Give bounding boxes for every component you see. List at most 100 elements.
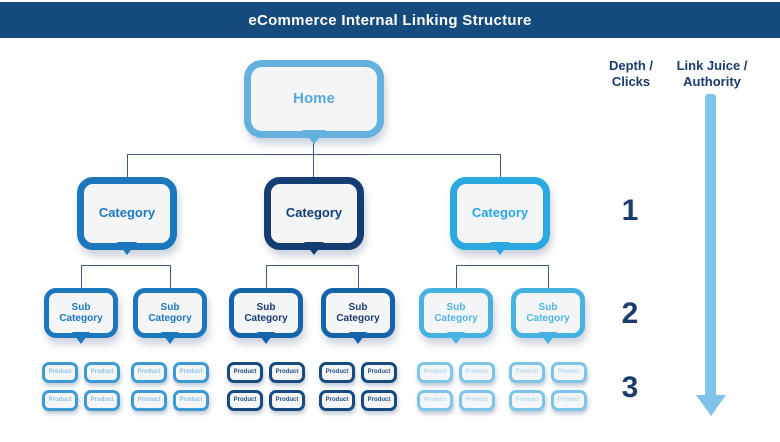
subcategory-node-pointer: [447, 332, 465, 344]
depth-level-1: 1: [621, 194, 639, 227]
product-label: Product: [423, 369, 447, 376]
product-label: Product: [465, 397, 489, 404]
product-node: Product: [269, 390, 305, 411]
subcategory-node-label: Sub Category: [59, 301, 103, 325]
product-label: Product: [137, 397, 161, 404]
product-node: Product: [509, 390, 545, 411]
page-title: eCommerce Internal Linking Structure: [248, 11, 532, 29]
connector-cat-right-drop: [500, 154, 501, 177]
subcategory-node-5: Sub Category: [419, 288, 493, 344]
subcategory-node-label: Sub Category: [526, 301, 570, 325]
product-label: Product: [179, 369, 203, 376]
subcategory-node-pointer: [257, 332, 275, 344]
category-node-label: Category: [98, 205, 156, 221]
product-label: Product: [465, 369, 489, 376]
product-node: Product: [459, 390, 495, 411]
depth-level-3: 3: [621, 371, 639, 404]
product-node: Product: [173, 362, 209, 383]
subcategory-node-pointer: [72, 332, 90, 344]
product-label: Product: [515, 397, 539, 404]
product-label: Product: [233, 397, 257, 404]
product-label: Product: [557, 369, 581, 376]
product-label: Product: [275, 397, 299, 404]
link-juice-authority-header: Link Juice / Authority: [667, 58, 757, 89]
product-node: Product: [173, 390, 209, 411]
connector-group1-drop-a: [81, 265, 82, 288]
authority-arrow-shaft: [705, 94, 716, 396]
subcategory-node-label: Sub Category: [434, 301, 478, 325]
product-label: Product: [557, 397, 581, 404]
subcategory-node-4: Sub Category: [321, 288, 395, 344]
connector-group3-drop-a: [456, 265, 457, 288]
depth-header-line1: Depth /: [608, 58, 654, 73]
product-node: Product: [42, 390, 78, 411]
header-bar: eCommerce Internal Linking Structure: [0, 2, 780, 38]
connector-home-drop: [313, 138, 314, 177]
product-node: Product: [319, 390, 355, 411]
product-node: Product: [509, 362, 545, 383]
category-node-label: Category: [471, 205, 529, 221]
subcategory-node-6: Sub Category: [511, 288, 585, 344]
product-node: Product: [227, 362, 263, 383]
connector-top-horizontal: [127, 154, 501, 155]
subcategory-node-label: Sub Category: [336, 301, 380, 325]
product-label: Product: [367, 369, 391, 376]
subcategory-node-1: Sub Category: [44, 288, 118, 344]
category-node-pointer: [490, 242, 510, 255]
product-label: Product: [233, 369, 257, 376]
product-node: Product: [551, 390, 587, 411]
category-node-right: Category: [450, 177, 550, 255]
home-node-label: Home: [293, 90, 335, 108]
subcategory-node-pointer: [539, 332, 557, 344]
connector-group3-horizontal: [456, 265, 549, 266]
connector-group1-drop-b: [170, 265, 171, 288]
connector-group2-drop-a: [266, 265, 267, 288]
product-node: Product: [319, 362, 355, 383]
subcategory-node-label: Sub Category: [244, 301, 288, 325]
depth-clicks-header: Depth / Clicks: [595, 58, 667, 89]
product-node: Product: [269, 362, 305, 383]
product-node: Product: [84, 362, 120, 383]
product-label: Product: [90, 397, 114, 404]
subcategory-node-pointer: [349, 332, 367, 344]
category-node-label: Category: [285, 205, 343, 221]
product-label: Product: [325, 369, 349, 376]
product-node: Product: [361, 362, 397, 383]
product-label: Product: [137, 369, 161, 376]
connector-cat-left-drop: [127, 154, 128, 177]
connector-group3-drop-b: [548, 265, 549, 288]
subcategory-node-2: Sub Category: [133, 288, 207, 344]
product-node: Product: [361, 390, 397, 411]
product-label: Product: [423, 397, 447, 404]
category-node-pointer: [117, 242, 137, 255]
product-node: Product: [131, 390, 167, 411]
product-label: Product: [275, 369, 299, 376]
depth-level-2: 2: [621, 297, 639, 330]
product-label: Product: [179, 397, 203, 404]
product-label: Product: [515, 369, 539, 376]
category-node-pointer: [304, 242, 324, 255]
product-node: Product: [551, 362, 587, 383]
depth-header-line2: Clicks: [611, 73, 651, 89]
product-label: Product: [367, 397, 391, 404]
authority-header-line2: Authority: [683, 73, 741, 89]
subcategory-node-label: Sub Category: [148, 301, 192, 325]
product-node: Product: [227, 390, 263, 411]
connector-group1-horizontal: [81, 265, 171, 266]
authority-header-line1: Link Juice /: [676, 58, 748, 73]
product-label: Product: [90, 369, 114, 376]
home-node-pointer: [302, 130, 326, 144]
subcategory-node-pointer: [161, 332, 179, 344]
category-node-center: Category: [264, 177, 364, 255]
product-node: Product: [84, 390, 120, 411]
product-node: Product: [417, 362, 453, 383]
product-label: Product: [48, 369, 72, 376]
subcategory-node-3: Sub Category: [229, 288, 303, 344]
category-node-left: Category: [77, 177, 177, 255]
product-node: Product: [459, 362, 495, 383]
product-label: Product: [325, 397, 349, 404]
authority-arrow-down-icon: [696, 395, 726, 416]
product-node: Product: [417, 390, 453, 411]
connector-group2-drop-b: [358, 265, 359, 288]
